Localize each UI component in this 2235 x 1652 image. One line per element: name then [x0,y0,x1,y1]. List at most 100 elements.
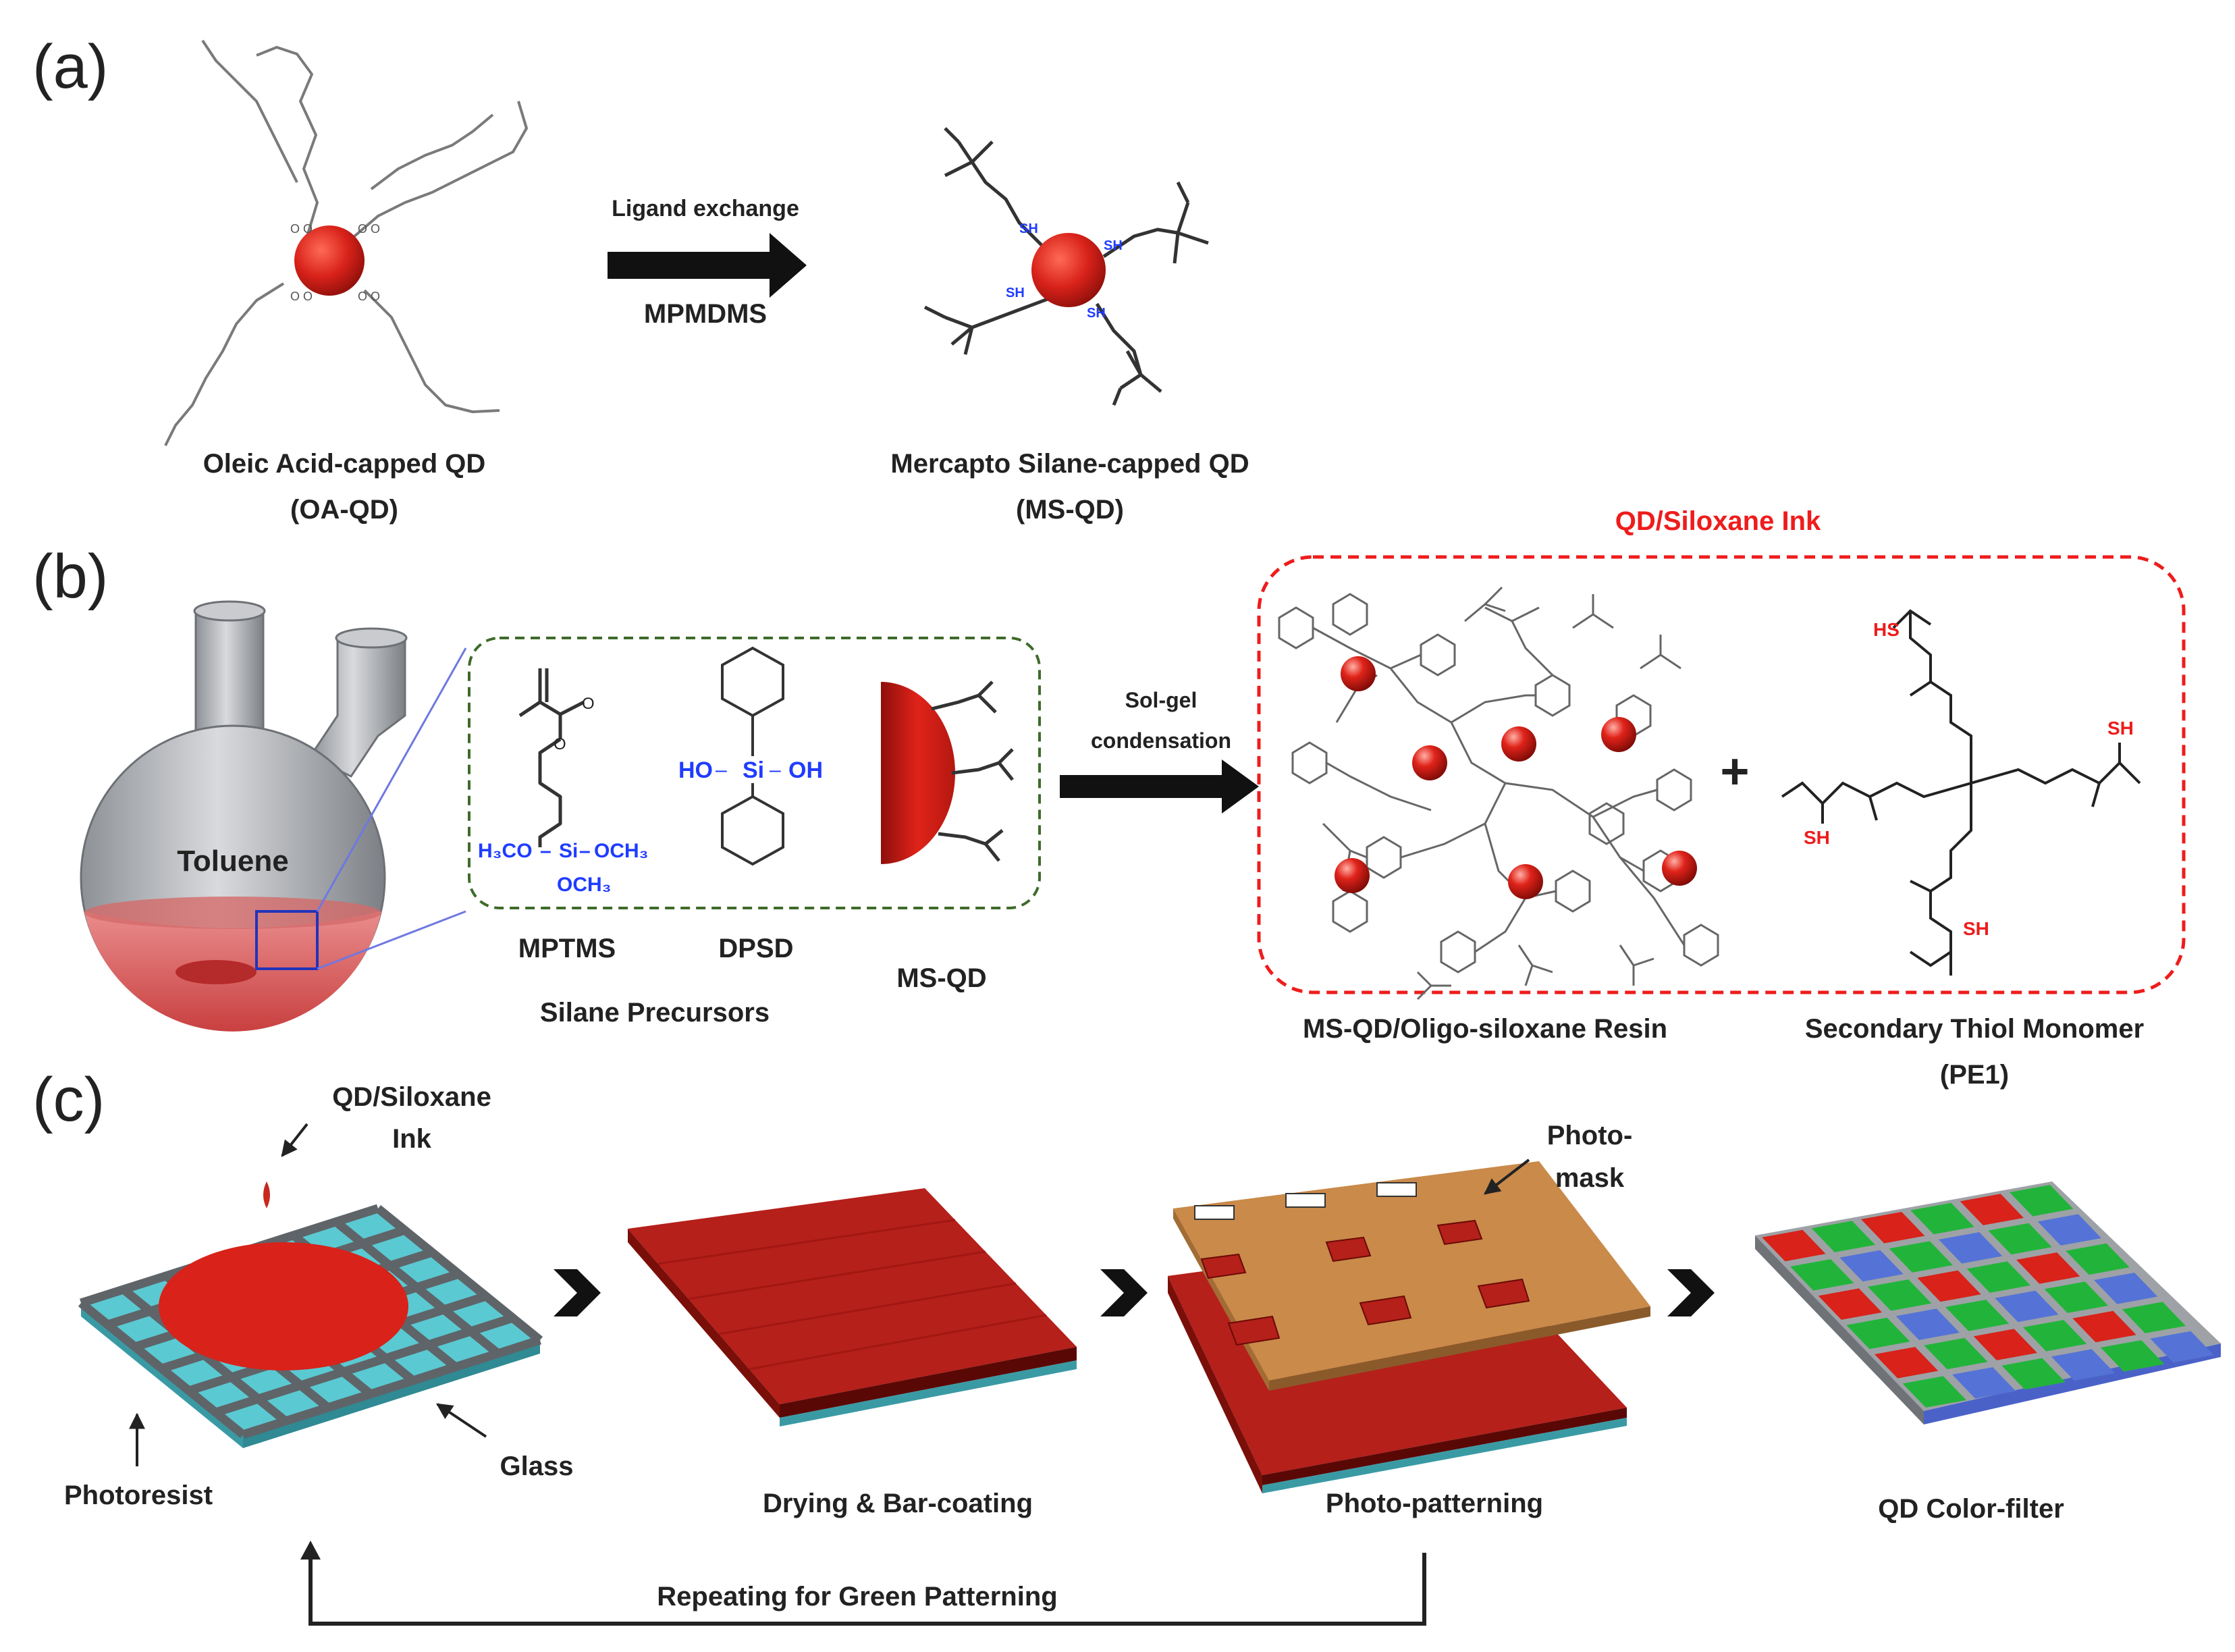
color-pixel [1839,1250,1904,1282]
dpsd-structure [721,646,784,866]
color-pixel [1762,1229,1826,1262]
mptms-structure: O O [518,668,595,847]
color-pixel [2023,1320,2087,1352]
color-pixel [1973,1329,2037,1360]
ms-qd-structure: SH SH SH SH [923,127,1209,406]
substrate-photoresist [78,1204,543,1448]
resin-label: MS-QD/Oligo-siloxane Resin [1303,1014,1667,1044]
ink-title: QD/Siloxane Ink [1615,506,1821,536]
ms-qd-name: Mercapto Silane-capped QD [890,449,1249,479]
mptms-si: – [540,840,551,862]
color-pixel [2094,1273,2158,1304]
glass-label: Glass [500,1451,574,1481]
panel-a-label: (a) [32,32,108,101]
color-pixel [1917,1270,1981,1302]
color-filter-label: QD Color-filter [1878,1494,2064,1524]
ink-drop-label-2: Ink [392,1124,432,1154]
color-pixel [1995,1290,2059,1323]
step-arrow-3 [1667,1269,1715,1316]
qd-color-filter [1755,1181,2221,1424]
mptms-och3-right: OCH₃ [594,840,649,862]
photopatterning-label: Photo-patterning [1326,1489,1543,1518]
photomask [1173,1161,1650,1391]
panel-c-label: (c) [32,1065,105,1134]
color-pixel [1895,1308,1960,1340]
color-pixel [2051,1349,2115,1381]
color-pixel [1924,1337,1988,1370]
color-pixel [1868,1279,1932,1311]
svg-text:SH: SH [1104,238,1123,253]
substrate-bar-coated [628,1188,1077,1427]
svg-text:O: O [554,735,566,753]
ms-qd-core [1031,233,1106,307]
svg-text:–: – [579,840,591,862]
color-pixel [1988,1223,2052,1255]
pe1-structure [1781,609,2141,976]
oa-qd-name: Oleic Acid-capped QD [203,449,486,479]
mpmdms-label: MPMDMS [644,299,767,329]
color-pixel [1846,1317,1910,1350]
ms-qd-abbr: (MS-QD) [1016,495,1124,525]
silane-precursor-box [468,637,1041,909]
ink-box [1257,555,2186,994]
ink-droplet [263,1181,270,1208]
color-pixel [1875,1347,1939,1379]
panel-b-label: (b) [32,542,108,611]
rgb-pixel-grid [1762,1185,2214,1408]
mptms-si-text: Si [559,840,578,862]
ms-qd-half-sphere [881,681,1014,864]
svg-text:SH: SH [1006,286,1025,300]
repeat-label: Repeating for Green Patterning [657,1582,1057,1611]
oa-qd-structure: O O O O O O O O [164,39,528,446]
photomask-label-1: Photo- [1547,1121,1633,1150]
oligo-siloxane-resin [1278,586,1719,1001]
svg-text:O O: O O [358,290,380,303]
pe1-sh-left: SH [1804,827,1830,848]
photoresist-label: Photoresist [64,1481,213,1510]
repeat-loop-arrow [300,1541,1426,1626]
color-pixel [1939,1232,2003,1264]
drying-label: Drying & Bar-coating [763,1489,1033,1518]
color-pixel [2101,1340,2165,1372]
pe1-sh-right: SH [2107,718,2134,739]
color-pixel [2066,1243,2130,1275]
thiol-monomer-name: Secondary Thiol Monomer [1805,1014,2144,1044]
svg-text:O O: O O [290,222,313,236]
qd-balls [1335,656,1697,899]
mptms-och3-bottom: OCH₃ [557,874,612,896]
color-pixel [1790,1259,1854,1291]
color-pixel [1818,1288,1882,1320]
sol-gel-label: Sol-gel [1125,688,1197,712]
ligand-exchange-arrow [608,233,807,298]
svg-text:SH: SH [1087,306,1106,321]
color-pixel [2001,1358,2066,1390]
step-arrow-2 [1100,1269,1148,1316]
flask-zoom-box [255,910,319,970]
color-pixel [1889,1241,1953,1273]
color-pixel [2072,1310,2136,1343]
svg-text:–: – [716,759,727,781]
color-pixel [1966,1261,2030,1293]
color-pixel [2122,1302,2186,1333]
svg-text:O: O [582,695,595,713]
dpsd-ho: HO [678,757,713,783]
color-pixel [2044,1281,2108,1313]
thiol-monomer-abbr: (PE1) [1940,1060,2009,1090]
color-pixel [1902,1376,1966,1408]
color-pixel [1861,1212,1925,1244]
pe1-hs: HS [1873,619,1900,640]
toluene-label: Toluene [177,845,288,878]
spread-ink [159,1242,408,1370]
color-pixel [2016,1252,2080,1284]
silane-precursors-label: Silane Precursors [540,998,770,1028]
color-pixel [1952,1367,2016,1399]
dpsd-si: Si [743,757,764,783]
condensation-label: condensation [1091,728,1231,753]
dpsd-oh: OH [788,757,823,783]
color-pixel [2010,1185,2074,1217]
photomask-label-2: mask [1555,1163,1625,1193]
ink-drop-label-1: QD/Siloxane [332,1082,491,1112]
ligand-exchange-label: Ligand exchange [612,196,799,221]
color-pixel [1945,1300,2010,1331]
